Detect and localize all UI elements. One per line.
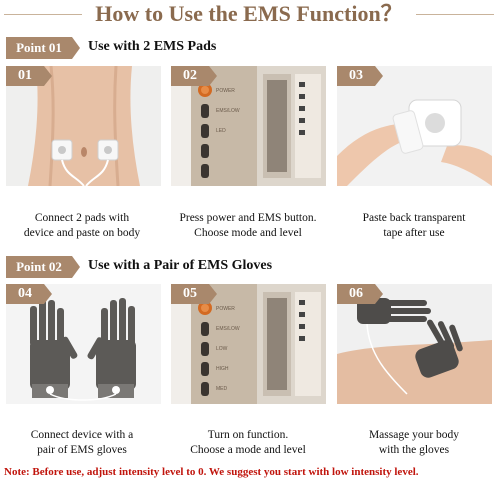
glove-massage-illustration <box>337 284 492 404</box>
torso-pads-illustration <box>6 66 161 186</box>
step-03-number: 03 <box>337 66 383 86</box>
step-01-image: 01 <box>6 66 161 186</box>
step-05-image: 05 POWER EMS/LOW LOW HIGH MED <box>171 284 326 404</box>
step-01-caption-line-2: device and paste on body <box>23 227 141 239</box>
step-01-number: 01 <box>6 66 52 86</box>
step-03-caption: Paste back transparent tape after use <box>334 211 494 241</box>
step-05-caption: Turn on function. Choose a mode and leve… <box>168 428 328 458</box>
usage-note: Note: Before use, adjust intensity level… <box>4 466 419 478</box>
device-2-label-low: LOW <box>216 346 228 352</box>
step-05-number: 05 <box>171 284 217 304</box>
step-04-caption: Connect device with a pair of EMS gloves <box>2 428 162 458</box>
step-01-caption-line-1: Connect 2 pads with <box>34 212 130 224</box>
device-2-label-high: HIGH <box>216 366 229 372</box>
step-04-image: 04 <box>6 284 161 404</box>
step-03-caption-line-2: tape after use <box>383 227 445 239</box>
step-02-caption: Press power and EMS button. Choose mode … <box>168 211 328 241</box>
step-03-image: 03 <box>337 66 492 186</box>
device-panel-illustration: POWER EMS/LOW LED <box>171 66 326 186</box>
section-1-heading: Use with 2 EMS Pads <box>88 39 217 54</box>
step-05-caption-line-1: Turn on function. <box>207 429 289 441</box>
step-04-number: 04 <box>6 284 52 304</box>
section-2-badge: Point 02 <box>6 256 80 278</box>
device-label-led: LED <box>216 128 226 134</box>
step-01-caption: Connect 2 pads with device and paste on … <box>2 211 162 241</box>
section-1-badge: Point 01 <box>6 37 80 59</box>
step-06-caption: Massage your body with the gloves <box>334 428 494 458</box>
step-04-caption-line-1: Connect device with a <box>30 429 134 441</box>
device-label-power: POWER <box>216 88 235 94</box>
title-rule-right <box>416 14 494 15</box>
title-text: How to Use the EMS Function？ <box>95 1 403 26</box>
step-03-caption-line-1: Paste back transparent <box>362 212 466 224</box>
page-title: How to Use the EMS Function？ <box>0 0 498 30</box>
section-2-heading: Use with a Pair of EMS Gloves <box>88 258 273 273</box>
step-06-image: 06 <box>337 284 492 404</box>
step-02-number: 02 <box>171 66 217 86</box>
device-panel-illustration-2: POWER EMS/LOW LOW HIGH MED <box>171 284 326 404</box>
step-06-number: 06 <box>337 284 383 304</box>
step-02-caption-line-2: Choose mode and level <box>194 227 302 239</box>
device-2-label-power: POWER <box>216 306 235 312</box>
section-1-header: Point 01 Use with 2 EMS Pads <box>6 37 492 61</box>
device-2-label-ems: EMS/LOW <box>216 326 240 332</box>
step-06-caption-line-1: Massage your body <box>368 429 460 441</box>
hands-pad-illustration <box>337 66 492 186</box>
step-04-caption-line-2: pair of EMS gloves <box>37 444 127 456</box>
gloves-illustration <box>6 284 161 404</box>
step-02-caption-line-1: Press power and EMS button. <box>179 212 317 224</box>
step-02-image: 02 POWER EMS/LOW LED <box>171 66 326 186</box>
device-label-ems: EMS/LOW <box>216 108 240 114</box>
section-2-header: Point 02 Use with a Pair of EMS Gloves <box>6 256 492 280</box>
step-06-caption-line-2: with the gloves <box>378 444 450 456</box>
title-rule-left <box>4 14 82 15</box>
step-05-caption-line-2: Choose a mode and level <box>190 444 306 456</box>
device-2-label-med: MED <box>216 386 228 392</box>
